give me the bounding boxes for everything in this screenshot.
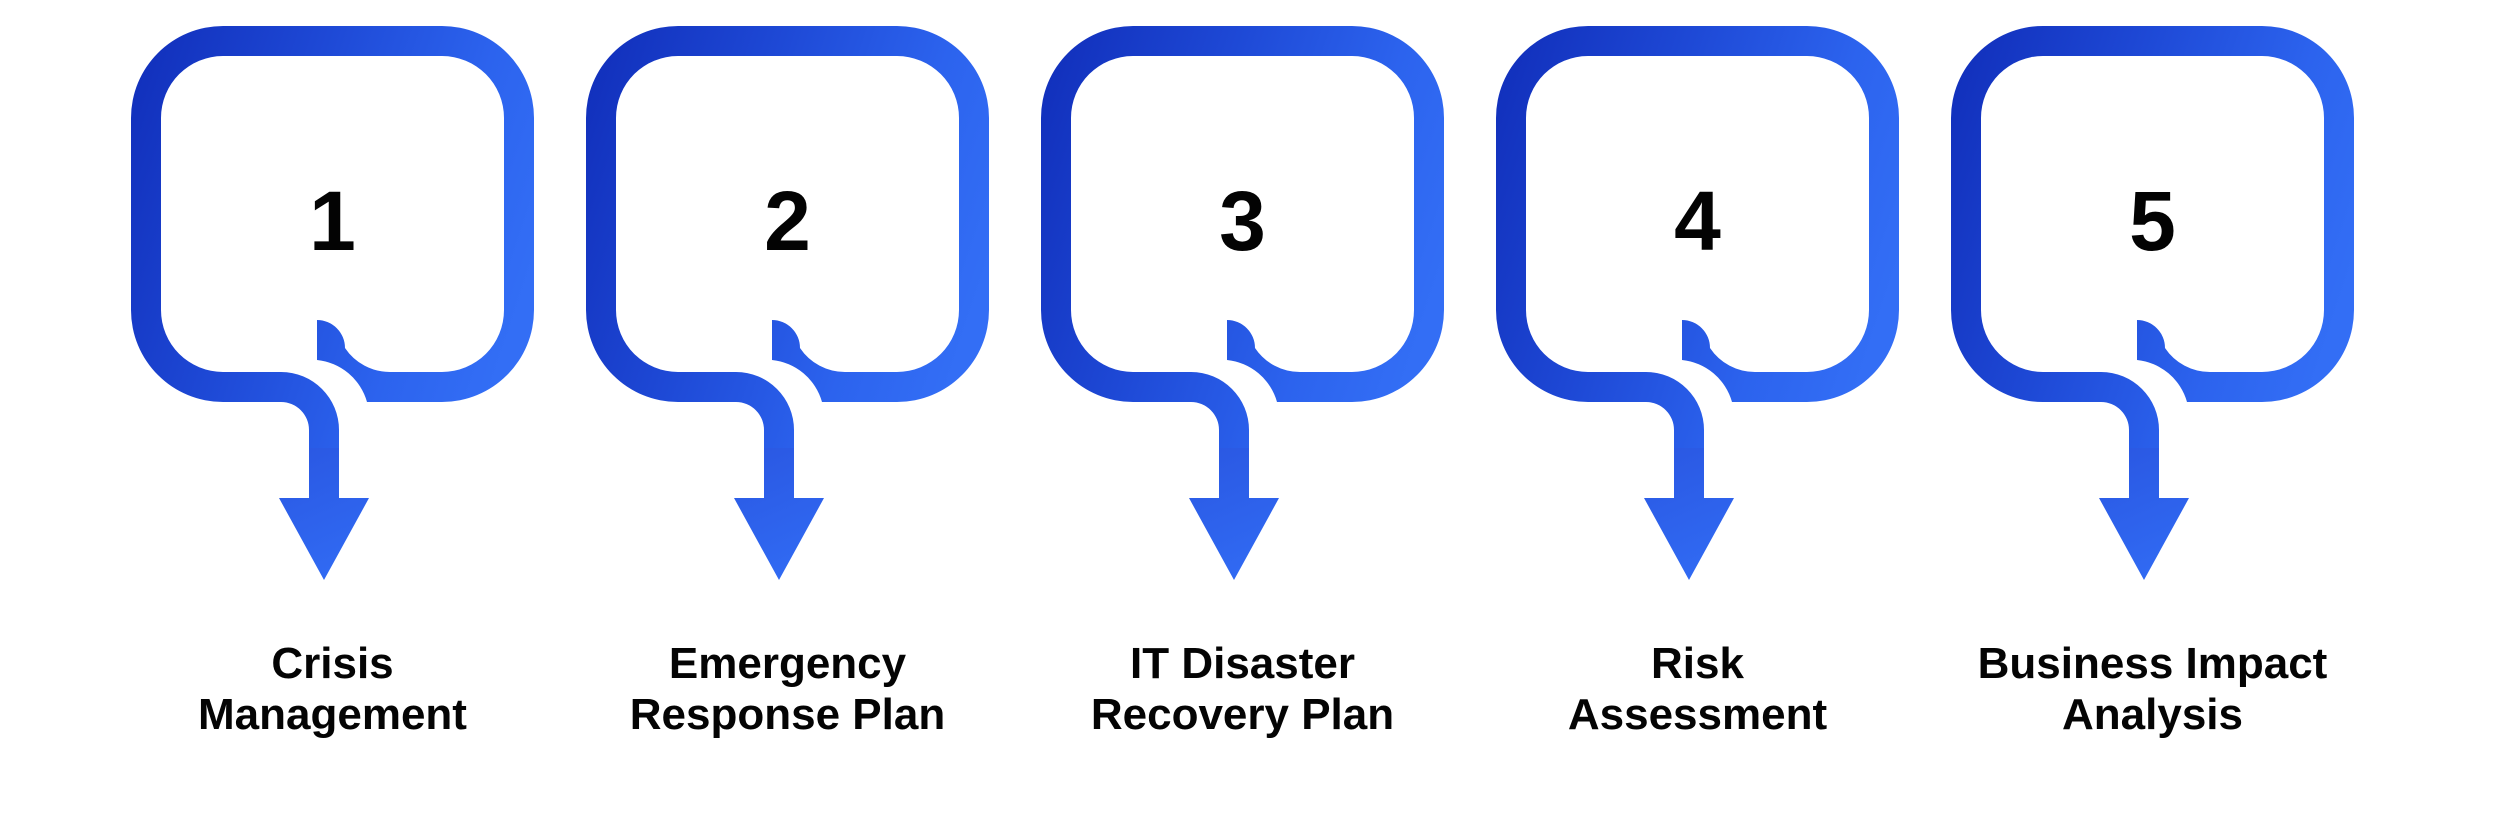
step-label-2: Emergency Response Plan (629, 639, 946, 740)
step-number-2: 2 (764, 174, 811, 268)
step-shape-4 (1496, 26, 1899, 580)
step-number-3: 3 (1219, 174, 1266, 268)
process-step-5[interactable]: 5 Business Impact Analysis (1925, 0, 2380, 829)
step-label-5: Business Impact Analysis (1977, 639, 2328, 740)
process-step-1[interactable]: 1 Crisis Management (105, 0, 560, 829)
step-shape-2 (586, 26, 989, 580)
step-label-3: IT Disaster Recovery Plan (1090, 639, 1395, 740)
process-step-3[interactable]: 3 IT Disaster Recovery Plan (1015, 0, 1470, 829)
step-number-1: 1 (309, 174, 356, 268)
step-number-4: 4 (1674, 174, 1721, 268)
step-shape-3 (1041, 26, 1444, 580)
step-shape-1 (131, 26, 534, 580)
process-step-4[interactable]: 4 Risk Assessment (1470, 0, 1925, 829)
step-shape-5 (1951, 26, 2354, 580)
step-label-1: Crisis Management (198, 639, 467, 740)
step-label-4: Risk Assessment (1567, 639, 1828, 740)
step-number-5: 5 (2129, 174, 2176, 268)
process-step-2[interactable]: 2 Emergency Response Plan (560, 0, 1015, 829)
